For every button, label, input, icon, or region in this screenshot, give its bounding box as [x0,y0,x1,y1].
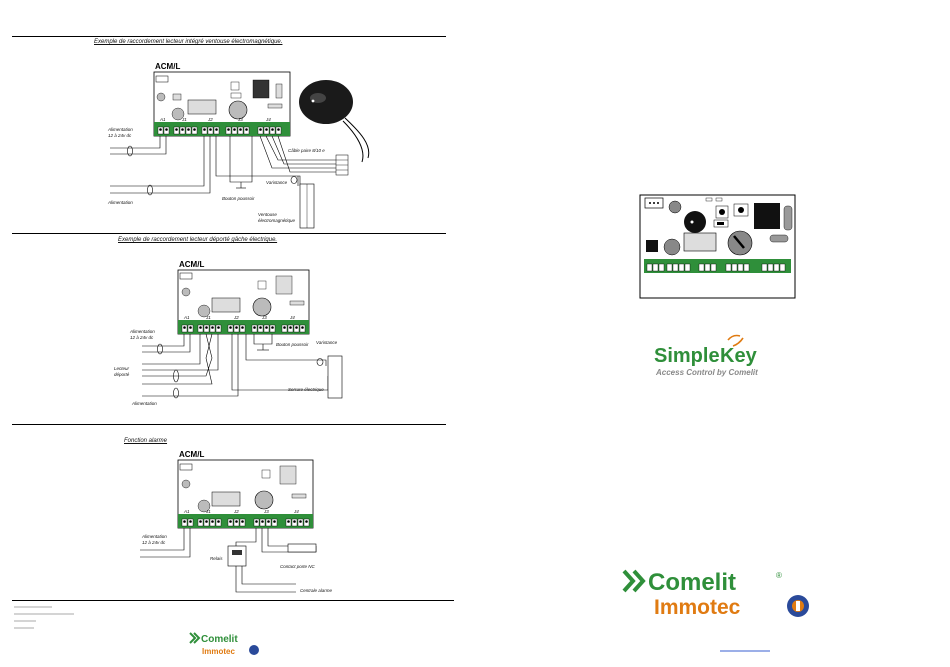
section2-serrure-label: Serrure électrique [288,387,324,392]
section2-top-rule [12,233,446,234]
section1-top-rule [12,36,446,37]
footer-lines [14,606,74,629]
section3-contact [287,543,317,553]
section2-alim-label: Alimentation [129,329,155,334]
section3-centrale-label: Centrale alarme [300,588,333,593]
section3-top-rule [12,424,446,425]
section1-alim2-label: Alimentation [107,200,133,205]
comelit-immotec-logo: Comelit ® Immotec [622,569,809,619]
section3-conn-j2: J2 [233,509,239,514]
section2-conn-j4: J4 [289,315,295,320]
section2-model-label: ACM/L [179,260,204,269]
section3-board [177,459,314,529]
section1-reader [299,80,370,176]
section3-conn-j1: J1 [205,509,211,514]
section1-conn-j3: J3 [237,117,243,122]
section1-board [153,71,291,137]
section3-model-label: ACM/L [179,450,204,459]
section3-relais-coil [232,550,242,555]
section3-conn-j3: J3 [263,509,269,514]
section1-cable-label: Câble paire 8/10 e [288,148,325,153]
section2-alim2-label: Alimentation [131,401,157,406]
section3-conn-a1: A1 [183,509,190,514]
section2-serrure [327,355,343,399]
section3-conn-j4: J4 [293,509,299,514]
right-board [639,194,796,299]
section1-conn-j1: J1 [181,117,187,122]
section2-alim-voltage: 12 à 24v dc [130,335,154,340]
footer-brand: Comelit [201,634,238,645]
section3-relais-label: Relais [210,556,223,561]
section3-alim-label: Alimentation [141,534,167,539]
section1-model-label: ACM/L [155,62,180,71]
section1-wires [110,135,336,196]
simple-key-word2: Key [720,345,758,367]
footer-comelit-logo: Comelit Immotec [189,632,259,656]
simple-key-word1: Simple [654,345,720,367]
section2-lecteur-label2: déporté [114,372,130,377]
section3-contact-label: Contact porte NC [280,564,316,569]
simple-key-tagline: Access Control by Comelit [655,368,758,377]
section1-alim-label: Alimentation [107,127,133,132]
simple-key-logo: Simple Key Access Control by Comelit [654,334,758,377]
footer-rule [12,600,454,601]
section1-bouton-label: Bouton poussoir [222,196,255,201]
section1-ventouse-label: Ventouse [258,212,277,217]
section1-conn-a1: A1 [159,117,166,122]
section2-board [177,269,310,335]
section1-alim-voltage: 12 à 24v dc [108,133,132,138]
section2-conn-j2: J2 [233,315,239,320]
section3-relais [227,545,247,567]
footer-sub: Immotec [202,647,235,656]
comelit-brand: Comelit [648,569,736,596]
section2-conn-j1: J1 [205,315,211,320]
section1-conn-j2: J2 [207,117,213,122]
section1-varistance-label: Varistance [266,180,288,185]
comelit-sub: Immotec [654,596,741,619]
section1-ventouse-label2: électromagnétique [258,218,296,223]
section2-bouton-label: Bouton poussoir [276,342,309,347]
section2-varistance-label: Varistance [316,340,338,345]
section3-title: Fonction alarme [124,438,168,444]
section1-conn-j4: J4 [265,117,271,122]
section2-conn-a1: A1 [183,315,190,320]
section2-wires [142,333,329,399]
section1-title: Exemple de raccordement lecteur intégré … [94,39,283,45]
section3-alim-voltage: 12 à 24v dc [142,540,166,545]
section2-conn-j3: J3 [261,315,267,320]
section2-title: Exemple de raccordement lecteur déporté … [118,237,278,243]
comelit-registered: ® [776,571,782,580]
section2-lecteur-label: Lecteur [114,366,130,371]
